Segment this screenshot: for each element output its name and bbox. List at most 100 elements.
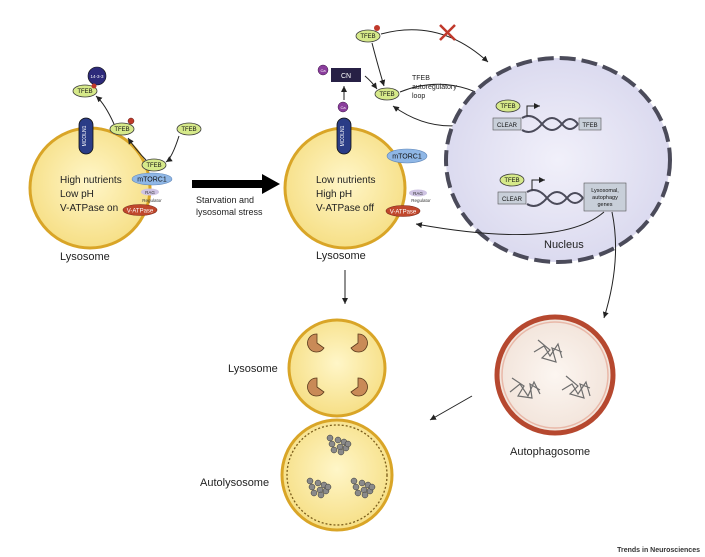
right-lysosome-line1: Low nutrients xyxy=(316,175,375,186)
lysosomal-genes-line2: autophagy xyxy=(592,195,618,201)
clear-box-2-label: CLEAR xyxy=(502,197,523,203)
autolysosome-membrane xyxy=(280,418,394,532)
autophagosome: Autophagosome xyxy=(429,314,616,458)
lysosomal-genes-box xyxy=(583,182,627,212)
bottom-lysosome-label: Lysosome xyxy=(228,363,278,375)
arrow-phospho-to-1433 xyxy=(95,95,115,125)
right-calcineurin xyxy=(331,68,361,82)
transition-arrow: Starvation and lysosomal stress xyxy=(192,174,280,217)
left-mcoln1-label: MCOLN1 xyxy=(82,125,88,146)
left-tfeb-1433-label: TFEB xyxy=(77,89,92,95)
right-vatpase xyxy=(385,205,421,217)
big-arrow xyxy=(192,174,280,194)
clear-box-2 xyxy=(497,191,527,205)
fusion-group: Lysosome Autolysosome xyxy=(200,318,394,532)
arrow-blocked-import xyxy=(380,29,489,63)
dna-helix-1b xyxy=(521,117,579,133)
cargo-protein-1 xyxy=(533,339,563,363)
right-lysosome-label: Lysosome xyxy=(316,250,366,262)
right-phosphate-dot xyxy=(374,25,380,31)
hydrolase-2 xyxy=(350,333,368,353)
right-ca-ion-2 xyxy=(317,64,329,76)
cargo-protein-3 xyxy=(561,375,591,399)
left-lysosome-line1: High nutrients xyxy=(60,175,122,186)
left-vatpase xyxy=(122,204,158,216)
right-cn-label: CN xyxy=(341,73,351,80)
nucleus-tfeb-1-label: TFEB xyxy=(500,104,515,110)
tfeb-gene-box-label: TFEB xyxy=(582,123,597,129)
arrow-autophagosome-to-autolysosome xyxy=(429,395,473,421)
right-mtorc1 xyxy=(386,148,428,164)
left-rag xyxy=(141,188,159,196)
right-tfeb-mid xyxy=(374,87,400,101)
left-tfeb-phospho xyxy=(109,122,135,136)
degraded-cargo-2 xyxy=(306,477,332,499)
right-ca-label: Ca xyxy=(340,105,346,110)
left-phosphate-dot-2 xyxy=(91,83,97,89)
transcription-arrow-2 xyxy=(531,177,545,190)
left-vatpase-label: V-ATPase xyxy=(127,209,154,215)
nucleus-tfeb-2-label: TFEB xyxy=(504,178,519,184)
left-tfeb-free-label: TFEB xyxy=(181,127,196,133)
arrow-genes-to-lysosome xyxy=(415,211,605,236)
loop-label-2: autoregulatory xyxy=(412,84,457,91)
nucleus-tfeb-2 xyxy=(499,173,525,187)
right-vatpase-label: V-ATPase xyxy=(390,210,417,216)
protein-14-3-3 xyxy=(87,66,107,86)
right-lysosome: Low nutrients High pH V-ATPase off Lysos… xyxy=(283,24,499,304)
right-rag-label: RAG xyxy=(413,191,423,196)
hydrolase-3 xyxy=(307,377,325,397)
left-regulator-label: Regulator xyxy=(142,198,162,203)
left-lysosome-line3: V-ATPase on xyxy=(60,203,118,214)
right-rag xyxy=(409,189,427,197)
left-phosphate-dot xyxy=(127,117,135,125)
left-tfeb-bound xyxy=(141,158,167,172)
left-mtorc1 xyxy=(131,172,173,186)
journal-credit: Trends in Neurosciences xyxy=(617,547,700,554)
right-tfeb-top xyxy=(355,29,381,43)
arrow-cn-to-tfeb xyxy=(364,75,378,90)
dna-helix-2b xyxy=(526,191,584,207)
left-tfeb-free xyxy=(176,122,202,136)
right-regulator-label: Regulator xyxy=(411,198,431,203)
nucleus-label: Nucleus xyxy=(544,239,584,251)
autophagosome-label: Autophagosome xyxy=(510,446,590,458)
clear-box-1-label: CLEAR xyxy=(497,123,518,129)
left-tfeb-1433 xyxy=(72,84,98,98)
left-lysosome-line2: Low pH xyxy=(60,189,94,200)
arrow-tfeb-to-mtorc1 xyxy=(165,135,180,163)
autolysosome-label: Autolysosome xyxy=(200,477,269,489)
left-lysosome: High nutrients Low pH V-ATPase on Lysoso… xyxy=(28,66,202,263)
hydrolase-1 xyxy=(307,333,325,353)
protein-14-3-3-label: 14-3-3 xyxy=(90,74,104,79)
loop-label-1: TFEB xyxy=(412,75,430,82)
autophagosome-inner-membrane xyxy=(501,321,609,429)
right-tfeb-mid-label: TFEB xyxy=(379,92,394,98)
arrow-mtorc1-to-phospho xyxy=(127,137,147,161)
right-lysosome-line2: High pH xyxy=(316,189,352,200)
dna-helix-2a xyxy=(526,189,584,205)
clear-box-1 xyxy=(492,117,522,131)
right-ca-ion xyxy=(337,101,349,113)
transition-label-2: lysosomal stress xyxy=(196,207,263,217)
left-mtorc1-label: mTORC1 xyxy=(137,177,167,184)
right-tfeb-top-label: TFEB xyxy=(360,34,375,40)
nucleus: Nucleus TFEB CLEAR TFEB TFEB CLEAR Lysos… xyxy=(415,56,672,319)
left-lysosome-label: Lysosome xyxy=(60,251,110,263)
transition-label-1: Starvation and xyxy=(196,195,254,205)
loop-label-3: loop xyxy=(412,93,425,100)
transcription-arrow-1 xyxy=(526,103,540,116)
tfeb-gene-box xyxy=(578,117,602,131)
bottom-lysosome-membrane xyxy=(287,318,387,418)
degraded-cargo-3 xyxy=(350,477,376,499)
left-rag-label: RAG xyxy=(145,190,155,195)
right-mcoln1-label: MCOLN1 xyxy=(340,125,346,146)
nucleus-tfeb-1 xyxy=(495,99,521,113)
inhibit-cross xyxy=(439,24,456,41)
arrow-tfeb-dephospho xyxy=(371,42,386,87)
left-tfeb-bound-label: TFEB xyxy=(146,163,161,169)
right-ca-label-2: Ca xyxy=(320,68,326,73)
autolysosome-inner-membrane xyxy=(286,424,388,526)
autophagosome-membrane xyxy=(494,314,616,436)
